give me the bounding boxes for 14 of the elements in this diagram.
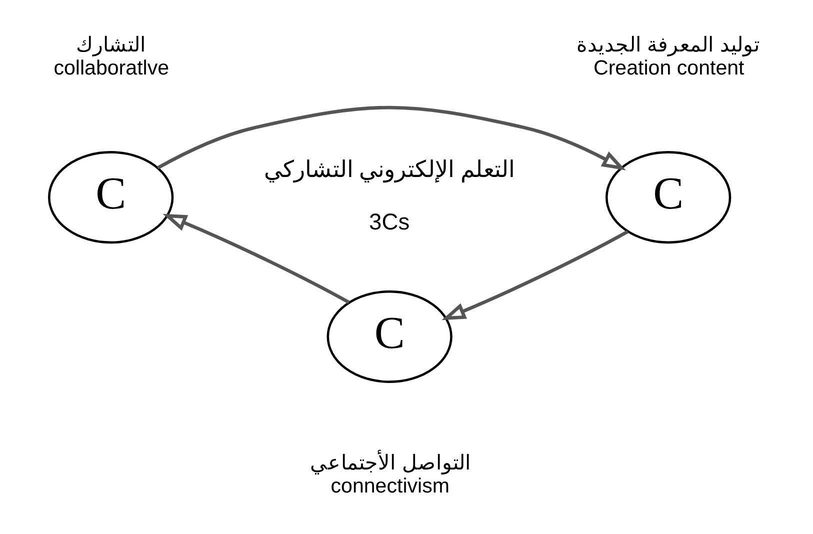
node-label: Creation content bbox=[593, 56, 744, 80]
label: التعلم الإلكتروني التشاركي bbox=[263, 156, 514, 182]
node-label: توليد المعرفة الجديدة bbox=[576, 34, 760, 57]
node-ellipse: C bbox=[605, 151, 731, 244]
node-label: connectivism bbox=[330, 474, 450, 498]
arrow bbox=[441, 230, 628, 320]
node-label: التواصل الأجتماعي bbox=[310, 452, 470, 475]
node-ellipse: C bbox=[326, 290, 452, 383]
node-label: التشارك bbox=[75, 34, 146, 57]
arrow bbox=[162, 214, 350, 304]
node-label: collaboratlve bbox=[53, 56, 169, 80]
node-ellipse: C bbox=[48, 151, 174, 244]
arrow bbox=[156, 106, 626, 170]
label: 3Cs bbox=[368, 208, 410, 234]
